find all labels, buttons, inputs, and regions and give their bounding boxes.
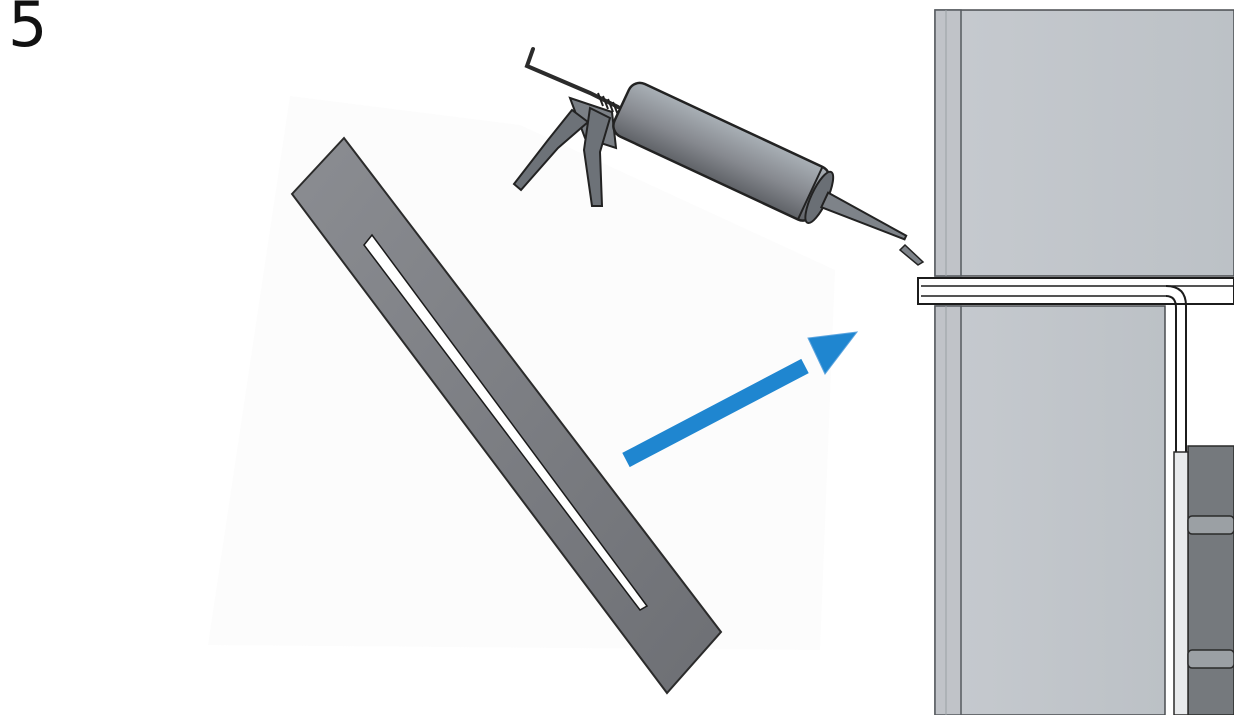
plate-slot xyxy=(363,233,649,611)
wall-section-icon xyxy=(917,9,1234,715)
lower-wall-panel xyxy=(934,305,1166,715)
upper-wall-panel xyxy=(934,9,1234,277)
mounting-bracket xyxy=(1187,445,1234,715)
nozzle-tip xyxy=(898,243,925,266)
slotted-metal-plate-icon xyxy=(290,136,723,695)
arrow-shaft xyxy=(622,358,809,468)
gap-flashing xyxy=(917,277,1234,305)
caulk-tube xyxy=(612,81,908,241)
upper-wall-edge xyxy=(934,9,962,277)
bracket-bolts xyxy=(1187,515,1234,669)
arrow-head xyxy=(807,331,859,375)
caulk-nozzle xyxy=(819,191,908,241)
lower-wall-edge xyxy=(934,305,962,715)
step-number: 5 xyxy=(8,0,48,61)
caulking-gun-icon xyxy=(512,47,925,266)
direction-arrow-icon xyxy=(622,331,859,468)
bent-flashing xyxy=(1165,295,1177,715)
gun-spring xyxy=(597,92,619,116)
gun-grip xyxy=(582,106,612,207)
